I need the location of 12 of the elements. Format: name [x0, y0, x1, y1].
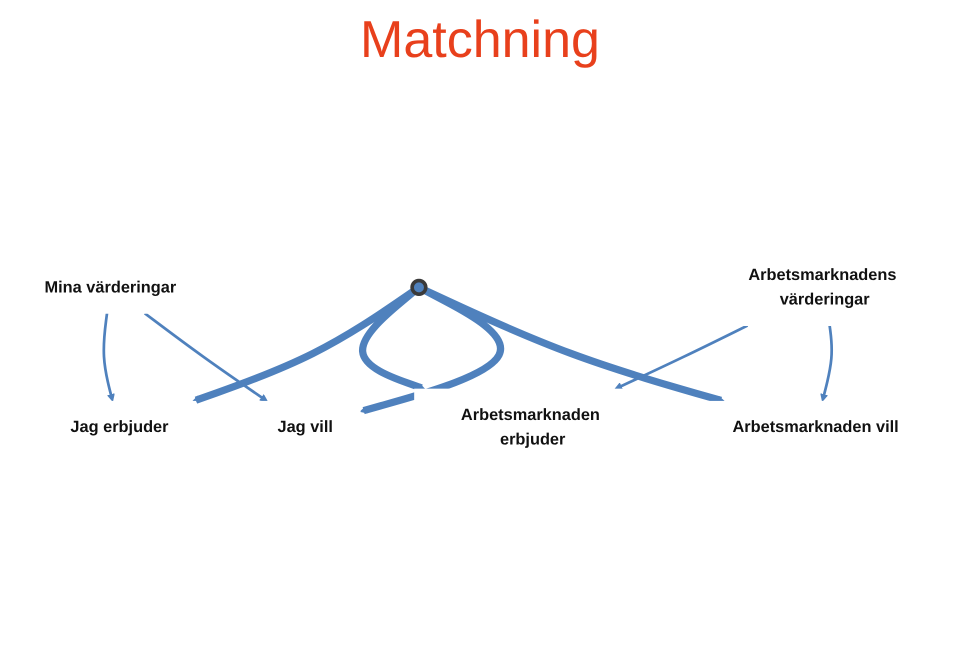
node-text: Arbetsmarknaden vill [732, 418, 899, 436]
node-text: Jag erbjuder [70, 418, 169, 436]
node-ellipse [410, 278, 428, 296]
node-text: Jag vill [277, 418, 333, 436]
arrow [144, 312, 268, 402]
title: Matchning [359, 10, 601, 70]
node-text: Arbetsmarknadens värderingar [748, 266, 896, 308]
arrow [102, 313, 115, 402]
node-text: Mina värderingar [44, 278, 176, 296]
diagram: Jag erbjuder Arbetsmarknaden erbjuder Mina värderingar Arbetsmarknadens värderingar Jag vill Arbetsmarknaden vill [10, 242, 950, 473]
arrow [820, 326, 834, 402]
arrow [614, 324, 748, 390]
